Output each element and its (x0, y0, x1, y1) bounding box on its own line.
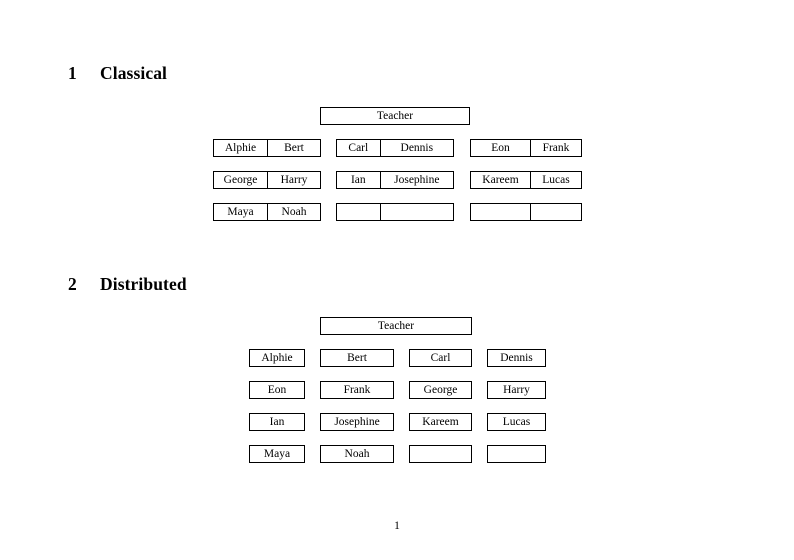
classical-group-right-row-2: Kareem Lucas (470, 171, 582, 189)
distributed-cell: Lucas (487, 413, 546, 431)
name-cell: Eon (491, 142, 510, 154)
distributed-cell: Noah (320, 445, 394, 463)
classical-group-right-row-1: Eon Frank (470, 139, 582, 157)
name-cell: Kareem (482, 174, 519, 186)
classical-group-left-row-3: Maya Noah (213, 203, 321, 221)
teacher-box-distributed: Teacher (320, 317, 472, 335)
distributed-cell: Kareem (409, 413, 472, 431)
section-title: Distributed (100, 274, 187, 294)
name-cell: Lucas (530, 172, 581, 188)
distributed-cell: Frank (320, 381, 394, 399)
classical-group-middle-row-2: Ian Josephine (336, 171, 454, 189)
name-cell (379, 204, 453, 220)
distributed-cell: Josephine (320, 413, 394, 431)
name-cell: Dennis (379, 140, 453, 156)
page-number: 1 (394, 520, 400, 532)
name-cell: Alphie (224, 142, 257, 154)
section-number: 1 (68, 63, 77, 83)
name-cell (471, 204, 530, 220)
name-cell: Josephine (379, 172, 453, 188)
section-heading-distributed: 2 Distributed (68, 274, 187, 295)
distributed-cell: Maya (249, 445, 305, 463)
name-cell: Bert (266, 140, 320, 156)
classical-group-left-row-2: George Harry (213, 171, 321, 189)
section-heading-classical: 1 Classical (68, 63, 167, 84)
distributed-cell: Ian (249, 413, 305, 431)
name-cell: Carl (348, 142, 369, 154)
distributed-cell: George (409, 381, 472, 399)
name-cell: Maya (227, 206, 254, 218)
section-number: 2 (68, 274, 77, 294)
name-cell (337, 204, 380, 220)
distributed-cell: Carl (409, 349, 472, 367)
name-cell: George (223, 174, 258, 186)
distributed-cell: Dennis (487, 349, 546, 367)
name-cell: Noah (266, 204, 320, 220)
name-cell (530, 204, 581, 220)
distributed-cell: Eon (249, 381, 305, 399)
distributed-cell: Bert (320, 349, 394, 367)
classical-group-left-row-1: Alphie Bert (213, 139, 321, 157)
name-cell: Harry (266, 172, 320, 188)
name-cell: Ian (350, 174, 366, 186)
distributed-cell (487, 445, 546, 463)
classical-group-middle-row-1: Carl Dennis (336, 139, 454, 157)
name-cell: Frank (530, 140, 581, 156)
section-title: Classical (100, 63, 168, 83)
classical-group-middle-row-3 (336, 203, 454, 221)
distributed-cell (409, 445, 472, 463)
distributed-cell: Harry (487, 381, 546, 399)
distributed-cell: Alphie (249, 349, 305, 367)
teacher-box-classical: Teacher (320, 107, 470, 125)
classical-group-right-row-3 (470, 203, 582, 221)
